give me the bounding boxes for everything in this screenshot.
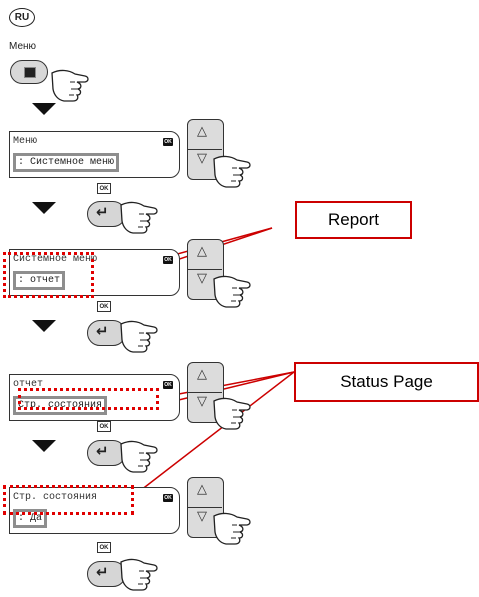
ok-label: OK	[97, 183, 111, 194]
ok-enter-key[interactable]: ↵	[87, 440, 126, 466]
down-arrow-2	[32, 202, 56, 214]
ok-indicator: OK	[163, 256, 173, 264]
pointing-hand-icon	[120, 558, 158, 591]
pointing-hand-icon	[120, 440, 158, 473]
down-arrow-1	[32, 103, 56, 115]
down-triangle-icon[interactable]: ▽	[197, 271, 207, 286]
enter-arrow-icon: ↵	[96, 442, 109, 460]
pointing-hand-icon	[120, 201, 158, 234]
status-page-highlight-2	[3, 485, 134, 515]
ok-indicator: OK	[163, 138, 173, 146]
lcd-line2: : Системное меню	[13, 153, 120, 172]
enter-arrow-icon: ↵	[96, 563, 109, 581]
up-triangle-icon[interactable]: △	[197, 244, 207, 259]
menu-key[interactable]	[10, 60, 48, 84]
status-page-callout: Status Page	[294, 362, 479, 402]
up-triangle-icon[interactable]: △	[197, 367, 207, 382]
up-triangle-icon[interactable]: △	[197, 482, 207, 497]
lcd-line1: Стр. состояния	[13, 492, 98, 503]
report-highlight	[3, 252, 94, 298]
lcd-step-3: отчет OK Стр. состояния	[9, 374, 180, 421]
report-callout: Report	[295, 201, 412, 239]
up-triangle-icon[interactable]: △	[197, 124, 207, 139]
nav-pad-step-2[interactable]: △ ▽	[187, 239, 224, 300]
ok-indicator: OK	[163, 494, 173, 502]
pointing-hand-icon	[120, 320, 158, 353]
down-triangle-icon[interactable]: ▽	[197, 394, 207, 409]
enter-arrow-icon: ↵	[96, 322, 109, 340]
lcd-line1: Системное меню	[13, 254, 98, 265]
ok-label: OK	[97, 421, 111, 432]
lcd-step-1: Меню OK : Системное меню	[9, 131, 180, 178]
pointing-hand-icon	[51, 69, 89, 102]
pointing-hand-icon	[213, 512, 251, 545]
enter-arrow-icon: ↵	[96, 203, 109, 221]
status-page-highlight	[18, 388, 159, 410]
language-badge: RU	[9, 8, 35, 27]
menu-square-icon	[24, 67, 36, 78]
menu-key-caption: Меню	[9, 41, 37, 52]
ok-indicator: OK	[163, 381, 173, 389]
lcd-line1: отчет	[13, 379, 44, 390]
lcd-step-2: Системное меню OK : отчет	[9, 249, 180, 296]
lcd-line2: : отчет	[13, 271, 66, 290]
pointing-hand-icon	[213, 155, 251, 188]
pointing-hand-icon	[213, 275, 251, 308]
ok-label: OK	[97, 301, 111, 312]
down-triangle-icon[interactable]: ▽	[197, 151, 207, 166]
nav-pad-step-4[interactable]: △ ▽	[187, 477, 224, 538]
down-arrow-3	[32, 320, 56, 332]
lcd-step-4: Стр. состояния OK : Да	[9, 487, 180, 534]
pointing-hand-icon	[213, 397, 251, 430]
lcd-line2: Стр. состояния	[13, 396, 108, 415]
lcd-line1: Меню	[13, 136, 38, 147]
ok-label: OK	[97, 542, 111, 553]
down-arrow-4	[32, 440, 56, 452]
ok-enter-key[interactable]: ↵	[87, 320, 126, 346]
down-triangle-icon[interactable]: ▽	[197, 509, 207, 524]
ok-enter-key[interactable]: ↵	[87, 561, 126, 587]
